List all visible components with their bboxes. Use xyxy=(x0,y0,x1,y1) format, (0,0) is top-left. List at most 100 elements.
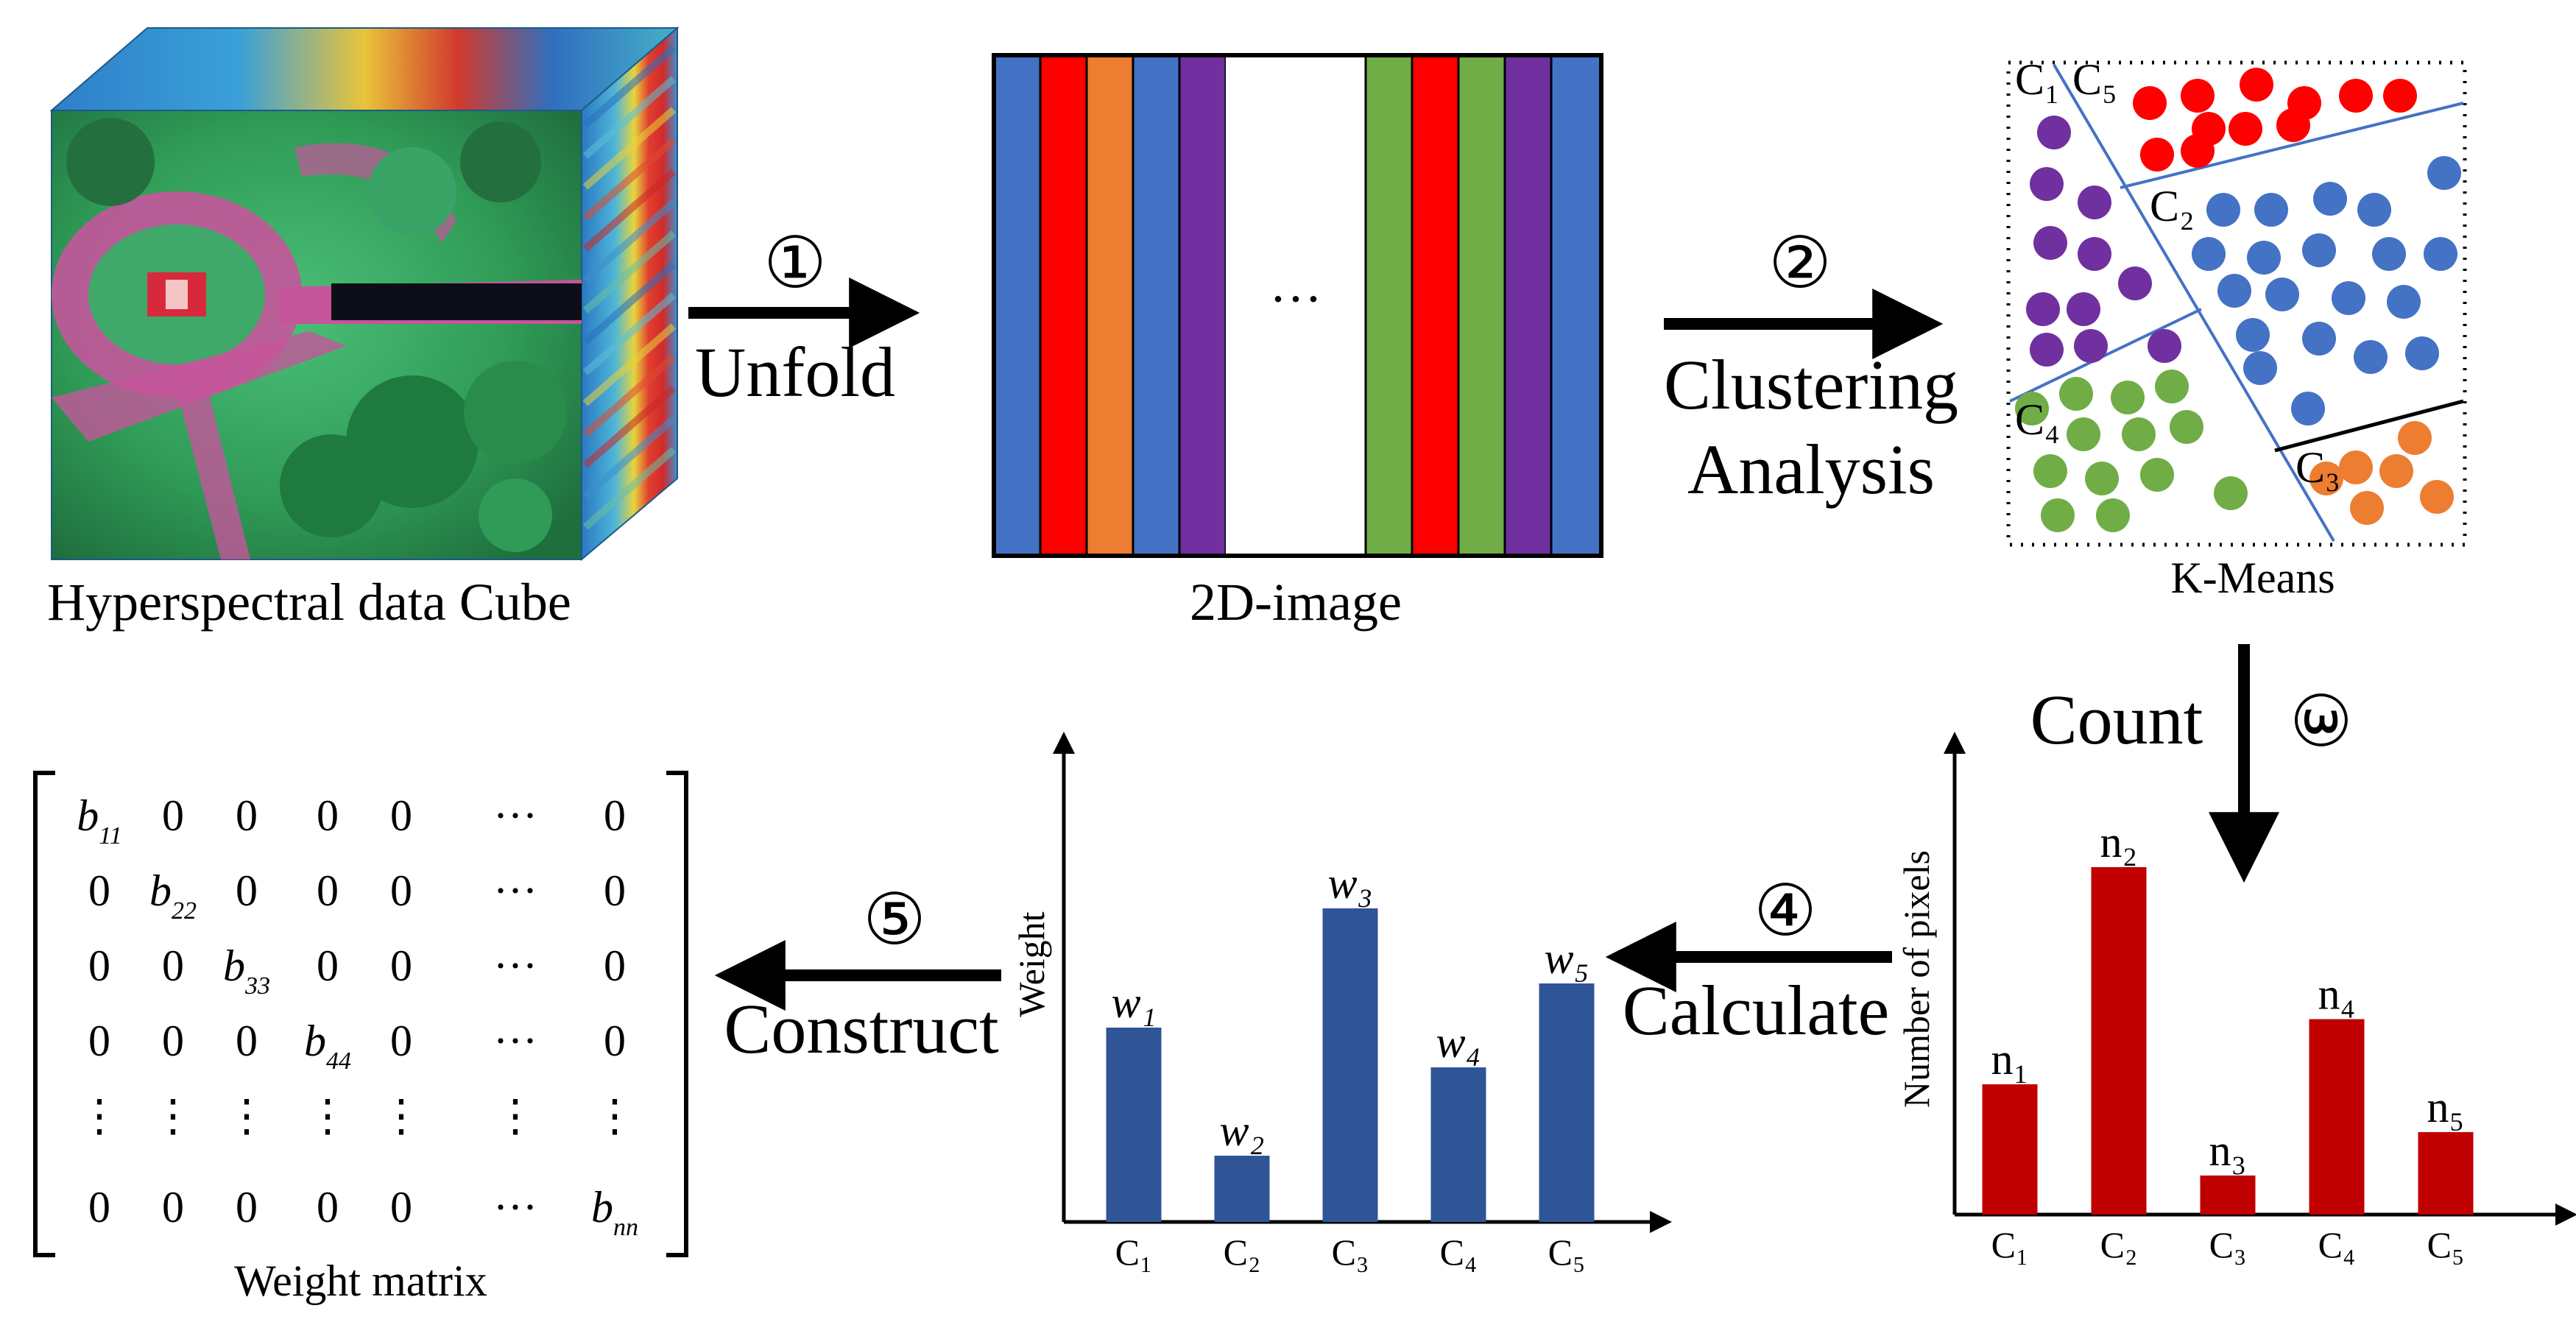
hyperspectral-cube xyxy=(49,26,680,562)
stripes-right xyxy=(1364,54,1603,557)
matrix-cell: 0 xyxy=(236,791,258,840)
cube-caption: Hyperspectral data Cube xyxy=(47,573,571,632)
cube-side-face xyxy=(581,26,678,562)
kmeans-point-c4 xyxy=(2033,454,2067,488)
cube-band xyxy=(582,261,677,344)
step-2-number: ② xyxy=(1768,224,1832,303)
kmeans-point-c5 xyxy=(2276,108,2310,142)
matrix-cell: 0 xyxy=(88,941,110,990)
kmeans-point-c1 xyxy=(2118,266,2152,300)
step-1-label: Unfold xyxy=(695,333,895,411)
kmeans-point-c1 xyxy=(2078,186,2111,219)
kmeans-point-c4 xyxy=(2122,417,2156,451)
weight-chart-value-label: w₅ xyxy=(1545,934,1589,983)
kmeans-point-c1 xyxy=(2026,292,2060,326)
matrix-cell: ··· xyxy=(493,791,537,840)
cube-band xyxy=(582,385,677,468)
matrix-cell: 0 xyxy=(604,1017,626,1065)
matrix-cell: 0 xyxy=(604,791,626,840)
matrix-cell: b44 xyxy=(304,1017,351,1075)
kmeans-point-c4 xyxy=(2015,392,2049,425)
kmeans-point-c2 xyxy=(2192,237,2226,271)
weight-chart-bar xyxy=(1430,1067,1486,1222)
kmeans-point-c4 xyxy=(2059,377,2093,411)
stripe-left-2 xyxy=(1039,54,1088,557)
kmeans-boundary-2 xyxy=(2120,102,2464,189)
step-1-number: ① xyxy=(763,224,827,303)
kmeans-point-c2 xyxy=(2405,336,2439,370)
count-chart-tick-label: C₁ xyxy=(1991,1224,2029,1265)
kmeans-point-c3 xyxy=(2398,421,2432,455)
stripes-left xyxy=(992,54,1227,557)
cube-band xyxy=(582,76,677,159)
step-2-label-line1: Clustering xyxy=(1664,345,1958,424)
stripe-left-1 xyxy=(992,54,1042,557)
weight-chart-tick-label: C₅ xyxy=(1548,1232,1586,1273)
count-chart-tick-label: C₅ xyxy=(2427,1224,2465,1265)
matrix-cell: ⋮ xyxy=(77,1092,121,1140)
step-3-arrow-group: Count ③ xyxy=(2030,644,2359,883)
kmeans-point-c2 xyxy=(2302,233,2336,267)
count-chart-bar xyxy=(2418,1131,2474,1215)
count-chart-bar xyxy=(2200,1175,2256,1215)
stripe-right-1 xyxy=(1364,54,1414,557)
kmeans-point-c4 xyxy=(2140,458,2174,492)
aerial-park-image xyxy=(52,118,582,559)
kmeans-point-c2 xyxy=(2236,318,2270,352)
matrix-cell: 0 xyxy=(88,1183,110,1232)
kmeans-point-c2 xyxy=(2243,351,2277,385)
weight-chart-bar xyxy=(1214,1156,1270,1222)
step-4-number: ④ xyxy=(1754,872,1817,950)
matrix-cell: ··· xyxy=(493,1183,537,1232)
count-chart-tick-label: C₄ xyxy=(2318,1224,2356,1265)
image-2d-ellipsis: ··· xyxy=(1269,269,1322,328)
kmeans-point-c3 xyxy=(2420,480,2454,514)
kmeans-point-c2 xyxy=(2424,237,2457,271)
cube-band xyxy=(582,323,677,406)
weight-chart-bar xyxy=(1539,983,1595,1222)
count-chart-bar xyxy=(2309,1019,2365,1215)
matrix-cell: 0 xyxy=(88,1017,110,1065)
kmeans-point-c5 xyxy=(2181,79,2215,113)
cube-band xyxy=(582,230,677,314)
matrix-cell: 0 xyxy=(604,866,626,915)
matrix-cell: 0 xyxy=(317,1183,339,1232)
matrix-cell: 0 xyxy=(604,941,626,990)
kmeans-point-c4 xyxy=(2170,410,2203,444)
kmeans-point-c4 xyxy=(2096,498,2130,532)
weight-chart-tick-label: C₁ xyxy=(1115,1232,1153,1273)
kmeans-point-c5 xyxy=(2140,138,2174,172)
kmeans-label-c4: C₄ xyxy=(2015,395,2060,444)
kmeans-point-c2 xyxy=(2313,182,2347,216)
stripes-gap xyxy=(1226,55,1366,556)
matrix-cell: 0 xyxy=(162,1183,184,1232)
matrix-cell: 0 xyxy=(317,791,339,840)
cube-band xyxy=(582,416,677,499)
step-5-label: Construct xyxy=(724,989,999,1068)
count-chart-value-label: n₄ xyxy=(2318,970,2356,1019)
kmeans-point-c2 xyxy=(2247,241,2281,275)
kmeans-point-c5 xyxy=(2383,79,2417,113)
stripe-left-4 xyxy=(1132,54,1181,557)
kmeans-point-c2 xyxy=(2427,156,2461,190)
kmeans-label-c2: C₂ xyxy=(2150,182,2195,230)
step-1-arrow-group: ① Unfold xyxy=(688,224,920,411)
kmeans-point-c4 xyxy=(2041,498,2075,532)
matrix-cell: 0 xyxy=(317,941,339,990)
stripe-left-3 xyxy=(1085,54,1135,557)
weight-chart-tick-label: C₃ xyxy=(1332,1232,1369,1273)
matrix-cell: ··· xyxy=(493,1017,537,1065)
kmeans-point-c2 xyxy=(2354,340,2388,374)
stripe-left-5 xyxy=(1178,54,1227,557)
kmeans-points xyxy=(2015,68,2461,532)
matrix-cell: 0 xyxy=(390,866,412,915)
matrix-cell: ⋮ xyxy=(593,1092,637,1140)
stripe-right-5 xyxy=(1550,54,1603,557)
matrix-cell: 0 xyxy=(317,866,339,915)
matrix-cell: ··· xyxy=(493,941,537,990)
weight-chart-value-label: w₂ xyxy=(1220,1106,1265,1155)
kmeans-label-c5: C₅ xyxy=(2072,55,2117,104)
matrix-cell: 0 xyxy=(162,791,184,840)
